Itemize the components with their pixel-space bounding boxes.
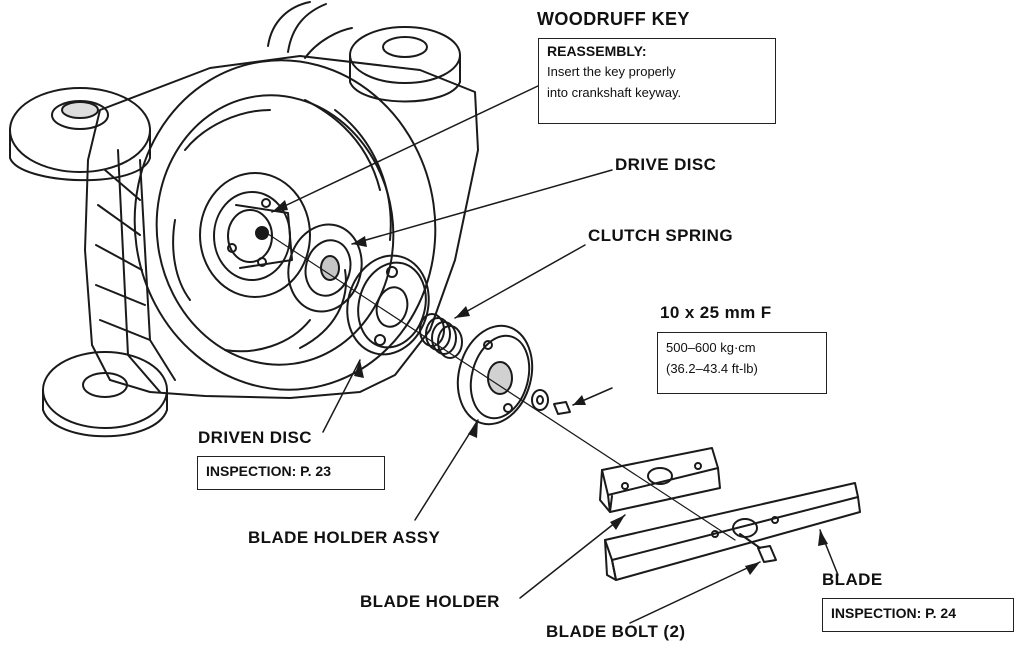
torque-spec-box: 500–600 kg·cm (36.2–43.4 ft-lb) — [657, 332, 827, 394]
wheel-rear-right — [349, 26, 461, 103]
blade-inspection-box: INSPECTION: P. 24 — [822, 598, 1014, 632]
reassembly-note-line2: into crankshaft keyway. — [547, 85, 682, 100]
label-blade-bolt: BLADE BOLT (2) — [546, 622, 686, 641]
driven-disc-inspection-text: INSPECTION: P. 23 — [206, 463, 332, 479]
leader-arrowheads — [272, 200, 828, 575]
torque-spec-line2: (36.2–43.4 ft-lb) — [666, 361, 758, 376]
blade-part — [604, 482, 861, 581]
blade-bolt-part — [739, 533, 777, 563]
mower-deck — [84, 55, 479, 399]
drive-disc-part — [287, 223, 363, 313]
blade-holder-part — [599, 447, 721, 513]
blade-inspection-text: INSPECTION: P. 24 — [831, 605, 957, 621]
label-blade-holder: BLADE HOLDER — [360, 592, 500, 611]
washer-and-bolt — [531, 389, 571, 415]
wheel-front-left — [42, 351, 168, 438]
assembly-axis — [264, 231, 736, 541]
leader-lines — [271, 84, 839, 624]
label-drive-disc: DRIVE DISC — [615, 155, 717, 174]
label-bolt-size: 10 x 25 mm F — [660, 303, 772, 322]
reassembly-note-box: REASSEMBLY: Insert the key properly into… — [538, 38, 776, 124]
blade-holder-assy-part — [456, 324, 534, 426]
torque-spec-line1: 500–600 kg·cm — [666, 340, 756, 355]
label-blade-holder-assy: BLADE HOLDER ASSY — [248, 528, 441, 547]
mower-handle — [267, 1, 353, 59]
wheel-rear-left — [9, 87, 151, 182]
driven-disc-inspection-box: INSPECTION: P. 23 — [197, 456, 385, 490]
driven-disc-part — [346, 254, 430, 356]
clutch-spring-part — [419, 313, 463, 359]
label-driven-disc: DRIVEN DISC — [198, 428, 312, 447]
label-clutch-spring: CLUTCH SPRING — [588, 226, 733, 245]
label-woodruff-key: WOODRUFF KEY — [537, 9, 690, 29]
reassembly-note-title: REASSEMBLY: — [547, 43, 647, 59]
reassembly-note-line1: Insert the key properly — [547, 64, 676, 79]
label-blade: BLADE — [822, 570, 883, 589]
